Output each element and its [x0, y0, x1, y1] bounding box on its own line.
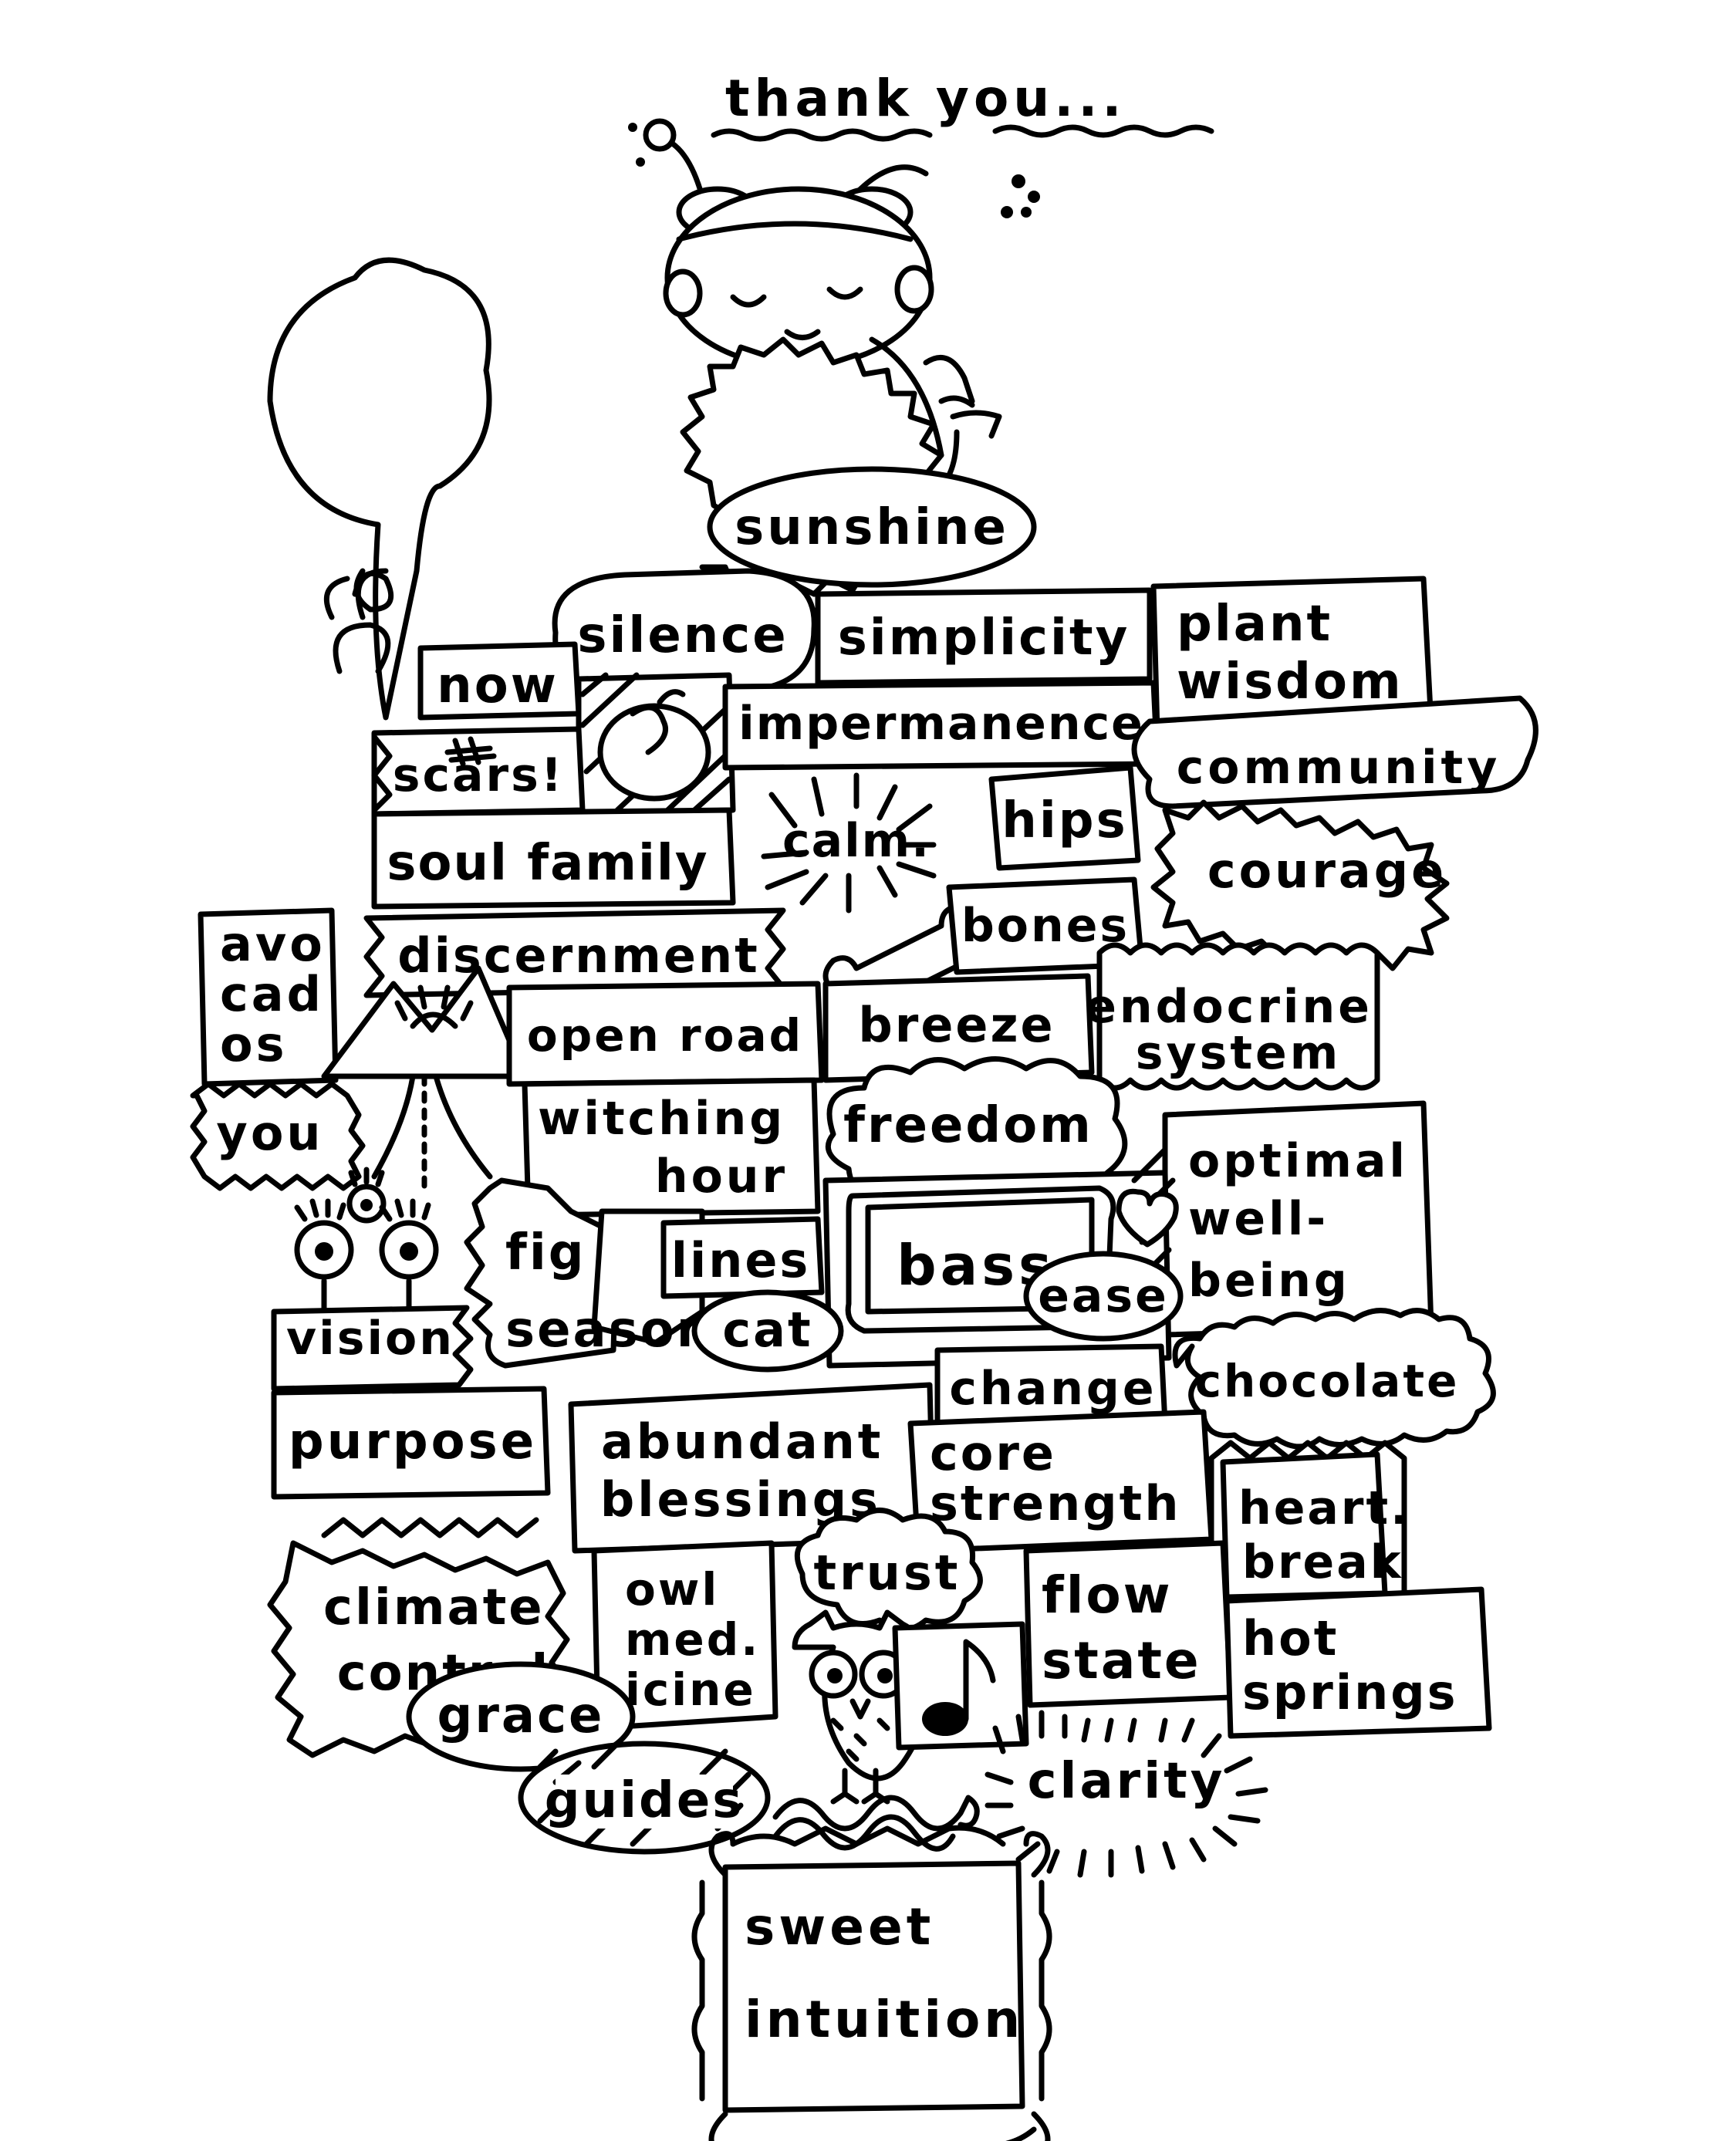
svg-text:now: now [437, 657, 559, 714]
word-box-witching-hour: witching hour [522, 1077, 821, 1218]
svg-text:vision: vision [286, 1312, 454, 1366]
svg-text:optimal well- bein: optimal well- being [1188, 1134, 1427, 1308]
svg-text:bones: bones [961, 899, 1130, 953]
tree-icon [267, 257, 492, 721]
snake-icon [772, 1795, 980, 1852]
svg-text:heart. break: heart. break [1238, 1481, 1429, 1589]
word-box-avocados: avo cad os [198, 907, 345, 1087]
svg-text:flow state: flow state [1042, 1565, 1201, 1690]
svg-text:freedom: freedom [843, 1097, 1093, 1154]
svg-text:silence: silence [577, 607, 788, 664]
title-group: thank you... [711, 69, 1214, 142]
svg-text:endocrine system: endocrine system [1085, 980, 1392, 1080]
word-box-trust: trust [794, 1508, 983, 1633]
word-box-grace: grace [406, 1661, 636, 1772]
word-box-chocolate: chocolate [1172, 1308, 1496, 1450]
svg-text:hot springs: hot springs [1242, 1610, 1458, 1721]
word-box-scars: scars! [371, 726, 586, 817]
svg-text:community: community [1177, 741, 1501, 795]
svg-text:calm.: calm. [782, 814, 930, 868]
word-box-sweet-intuition: sweet intuition [691, 1825, 1052, 2141]
word-box-lines: lines [660, 1216, 825, 1299]
svg-text:avo cad os: avo cad os [220, 916, 345, 1072]
svg-text:grace: grace [437, 1687, 605, 1744]
svg-text:change: change [949, 1362, 1157, 1416]
svg-text:discernment: discernment [397, 927, 759, 984]
svg-text:hips: hips [1001, 792, 1127, 849]
title-underline-2 [992, 124, 1214, 138]
zigzag-under-purpose [321, 1517, 539, 1538]
svg-text:breeze: breeze [858, 997, 1055, 1053]
word-box-freedom: freedom [825, 1056, 1128, 1212]
word-box-simplicity: simplicity [815, 587, 1153, 686]
svg-text:scars!: scars! [393, 748, 564, 802]
svg-text:fig season: fig season [505, 1224, 714, 1359]
word-box-courage: courage [1150, 799, 1450, 971]
word-box-cat: cat [691, 1289, 844, 1373]
svg-text:impermanence: impermanence [738, 697, 1144, 751]
svg-text:simplicity: simplicity [838, 610, 1130, 667]
music-note-icon [892, 1621, 1029, 1751]
word-box-now: now [417, 641, 582, 721]
sunshine-badge: sunshine [680, 336, 1037, 601]
word-box-soul-family: soul family [371, 807, 736, 910]
word-box-impermanence: impermanence [722, 680, 1160, 771]
word-box-ease: ease [1023, 1251, 1184, 1342]
svg-text:chocolate: chocolate [1195, 1355, 1460, 1407]
svg-text:core strength: core strength [930, 1425, 1180, 1531]
svg-text:guides: guides [545, 1772, 745, 1829]
word-box-community: community [1131, 695, 1538, 809]
svg-text:lines: lines [671, 1232, 811, 1288]
svg-text:plant wisdom: plant wisdom [1177, 596, 1403, 711]
word-box-purpose: purpose [271, 1386, 551, 1500]
svg-text:soul family: soul family [387, 835, 708, 892]
word-box-breeze: breeze [822, 973, 1095, 1083]
word-box-change: change [934, 1343, 1168, 1430]
word-box-you: you [190, 1081, 366, 1191]
title-text: thank you... [725, 69, 1126, 128]
svg-text:purpose: purpose [289, 1413, 537, 1471]
svg-text:owl med. icine: owl med. icine [625, 1563, 778, 1716]
word-box-optimal-wellbeing: optimal well- being [1162, 1100, 1434, 1338]
word-box-calm: calm. [761, 772, 937, 913]
mountains-icon [321, 965, 528, 1195]
svg-text:open road: open road [527, 1009, 803, 1062]
word-box-hot-springs: hot springs [1224, 1586, 1492, 1739]
title-underline-1 [711, 128, 933, 142]
svg-text:cat: cat [722, 1302, 812, 1358]
word-box-endocrine-system: endocrine system [1085, 942, 1392, 1091]
word-box-guides: guides [518, 1741, 771, 1855]
word-sunshine: sunshine [735, 499, 1009, 556]
svg-text:abundant blessings: abundant blessings [600, 1413, 903, 1528]
svg-text:trust: trust [814, 1545, 961, 1601]
word-box-clarity: clarity [985, 1710, 1268, 1878]
word-box-abundant-blessings: abundant blessings [568, 1382, 937, 1554]
word-box-core-strength: core strength [907, 1409, 1214, 1554]
word-box-vision: vision [271, 1305, 474, 1392]
word-box-owl-medicine: owl med. icine [591, 1540, 778, 1731]
svg-text:ease: ease [1038, 1269, 1169, 1323]
peach-icon [576, 672, 736, 817]
word-box-plant-wisdom: plant wisdom [1150, 576, 1434, 736]
word-box-hips: hips [988, 765, 1141, 871]
word-box-flow-state: flow state [1023, 1540, 1234, 1708]
heart-icon [1116, 1188, 1179, 1248]
svg-text:clarity: clarity [1028, 1753, 1226, 1810]
svg-text:witching hour: witching hour [538, 1092, 805, 1204]
svg-text:sweet intuition: sweet intuition [745, 1897, 1024, 2049]
word-box-open-road: open road [506, 981, 825, 1087]
svg-text:you: you [216, 1105, 323, 1161]
svg-text:courage: courage [1207, 843, 1447, 899]
